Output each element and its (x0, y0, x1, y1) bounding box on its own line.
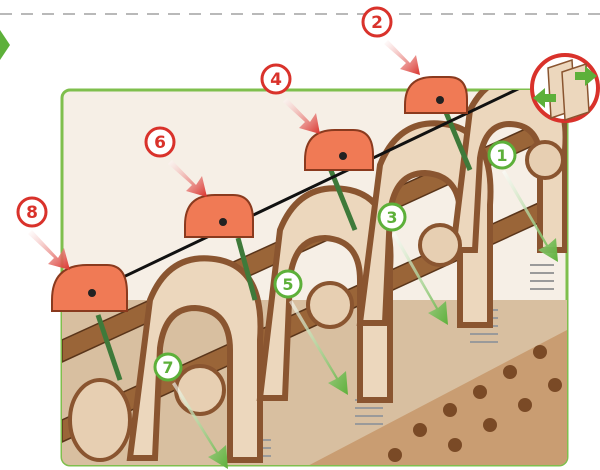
callout-8-number: 8 (26, 203, 38, 223)
callout-7: 7 (153, 352, 228, 469)
rotate-arrows-icon (530, 53, 600, 123)
callout-4: 4 (260, 63, 320, 134)
mechanism-render (62, 90, 567, 465)
callout-6-number: 6 (154, 133, 166, 153)
callout-4-number: 4 (270, 70, 282, 90)
callout-8: 8 (16, 196, 70, 270)
cap-6 (184, 194, 254, 238)
callout-2-number: 2 (371, 13, 383, 33)
callout-7-number: 7 (162, 358, 173, 377)
callout-3: 3 (377, 202, 448, 325)
callout-2: 2 (361, 6, 420, 75)
callout-5-number: 5 (282, 275, 293, 294)
callout-5: 5 (273, 269, 348, 395)
step-tab (0, 30, 10, 60)
cap-4 (304, 129, 374, 171)
callout-1: 1 (487, 140, 558, 262)
callout-6: 6 (144, 126, 207, 197)
callout-1-number: 1 (496, 146, 507, 165)
cap-2 (404, 76, 468, 114)
cap-8 (51, 264, 128, 312)
callout-3-number: 3 (386, 208, 397, 227)
